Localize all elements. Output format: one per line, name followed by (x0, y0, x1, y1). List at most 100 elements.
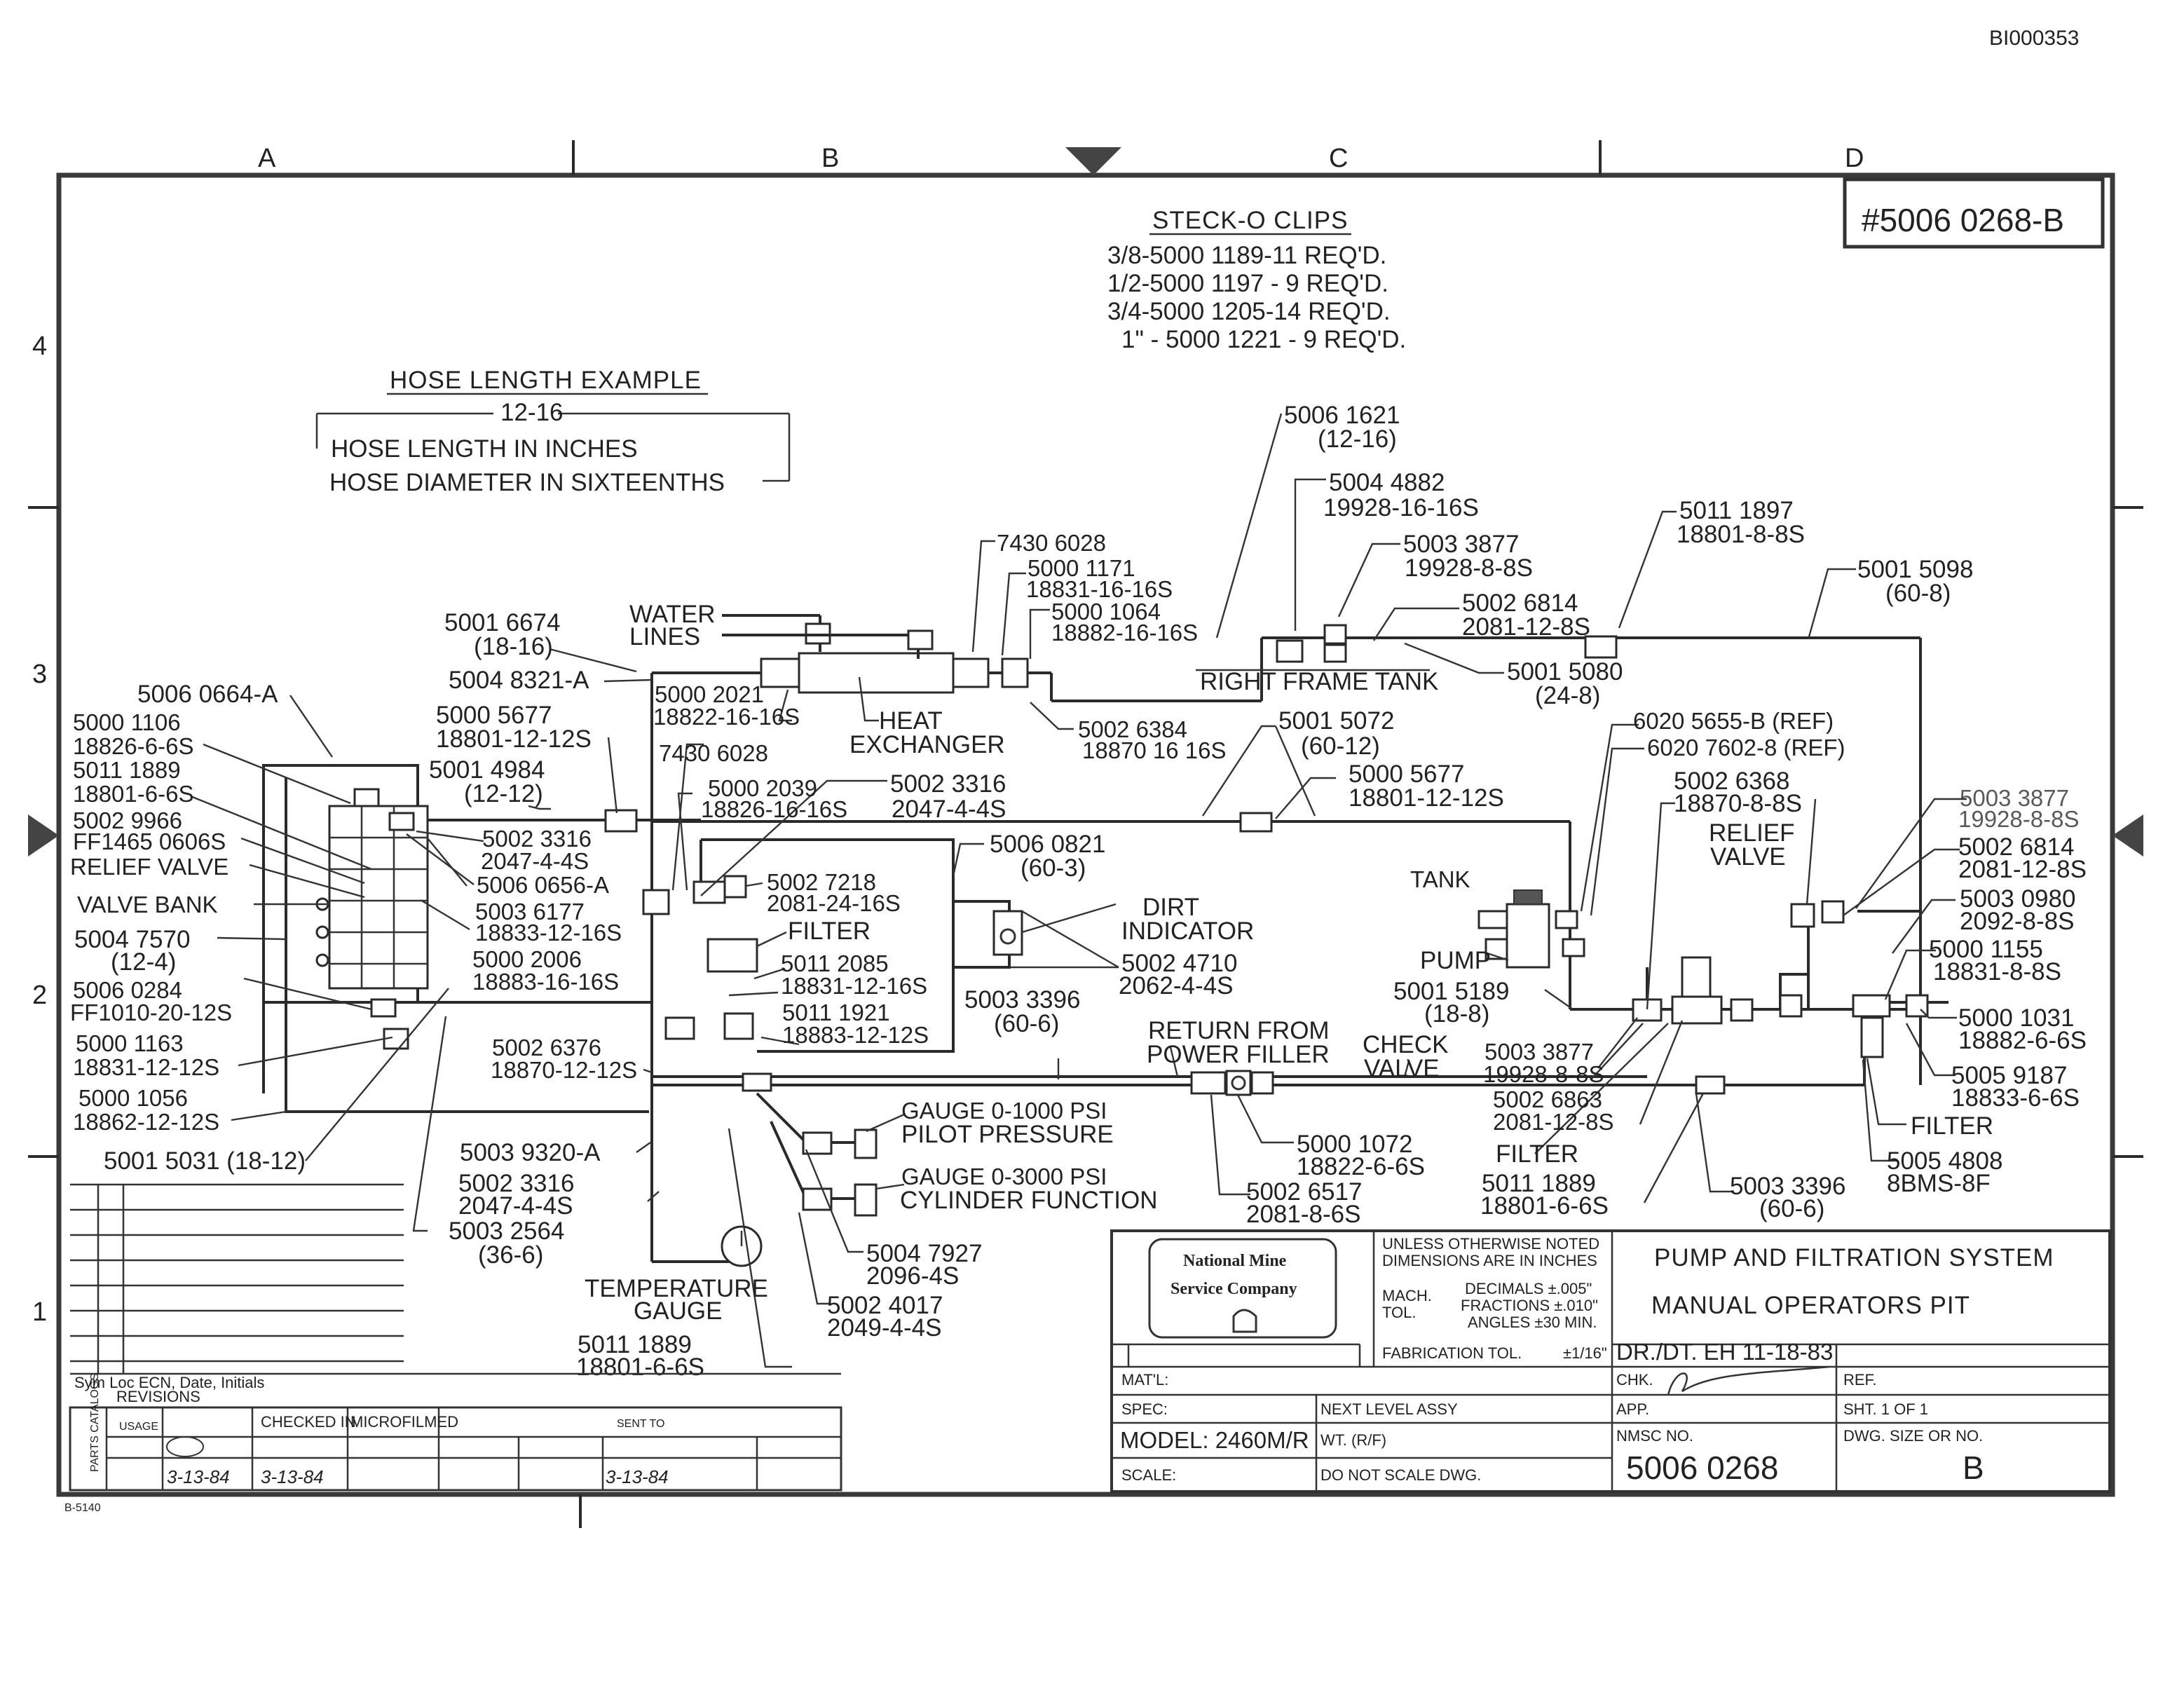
label-5000-2021-sub: 18822-16-16S (653, 704, 800, 730)
label-5003-0980-sub: 2092-8-8S (1960, 908, 2074, 935)
checked-label: CHK. (1616, 1371, 1653, 1389)
label-pump: PUMP (1420, 947, 1491, 974)
stecko-clips-note: STECK-O CLIPS 3/8-5000 1189-11 REQ'D. 1/… (1107, 207, 1406, 353)
label-5006-0664-a: 5006 0664-A (137, 681, 278, 708)
label-5002-9966: 5002 9966 (73, 807, 182, 833)
label-5002-7218-sub: 2081-24-16S (767, 890, 901, 916)
tol-mach-2: TOL. (1382, 1304, 1417, 1321)
ref-label: REF. (1843, 1371, 1877, 1389)
label-5000-1056-sub: 18862-12-12S (73, 1109, 219, 1135)
label-5003-3396-a: 5003 3396 (964, 986, 1080, 1014)
label-5002-3316-a: 5002 3316 (890, 770, 1006, 798)
label-5001-5080-sub: (24-8) (1535, 682, 1600, 709)
label-5000-1163-sub: 18831-12-12S (73, 1054, 219, 1080)
label-5003-3877-c: 5003 3877 (1485, 1039, 1594, 1065)
label-5003-3877-a-sub: 19928-8-8S (1405, 554, 1533, 582)
company-name-1: National Mine (1183, 1252, 1287, 1270)
label-5002-6517: 5002 6517 (1246, 1178, 1362, 1206)
label-5001-6674-sub: (18-16) (474, 633, 553, 660)
label-water-lines-2: LINES (629, 623, 700, 650)
label-5002-6814-b-sub: 2081-12-8S (1958, 856, 2087, 883)
label-5000-1106-sub: 18826-6-6S (73, 733, 193, 759)
label-5002-6384-sub: 18870 16 16S (1082, 737, 1227, 763)
sent-to-label: SENT TO (617, 1418, 664, 1430)
nmsc-no-label: NMSC NO. (1616, 1427, 1693, 1445)
label-5006-0284-sub: FF1010-20-12S (70, 1000, 232, 1025)
label-5000-1072-sub: 18822-6-6S (1297, 1153, 1425, 1180)
label-5001-5098-sub: (60-8) (1885, 580, 1951, 607)
label-5011-1897-sub: 18801-8-8S (1677, 521, 1805, 548)
material-label: MAT'L: (1121, 1371, 1168, 1389)
label-gauge-pilot-2: PILOT PRESSURE (901, 1121, 1114, 1148)
label-5003-9320-a: 5003 9320-A (460, 1139, 601, 1166)
pump-body (1506, 903, 1550, 969)
label-5004-4882-sub: 19928-16-16S (1323, 494, 1479, 521)
label-7430-6028-b: 7430 6028 (659, 740, 768, 766)
label-5002-6814-a-sub: 2081-12-8S (1462, 613, 1590, 641)
drawn-by: DR./DT. EH 11-18-83 (1616, 1339, 1833, 1365)
revision-table: Sym Loc ECN, Date, Initials REVISIONS PA… (64, 1183, 842, 1514)
label-5004-7570-sub: (12-4) (111, 948, 176, 976)
zone-row-4: 4 (32, 332, 47, 361)
label-5002-3316-c: 5002 3316 (458, 1170, 574, 1197)
label-5002-4017: 5002 4017 (827, 1292, 943, 1319)
label-water-lines-1: WATER (629, 601, 715, 628)
zone-col-c: C (1329, 144, 1348, 173)
label-5011-1889-c-sub: 18801-6-6S (576, 1353, 704, 1381)
company-name-2: Service Company (1171, 1280, 1297, 1298)
label-5005-4808-sub: 8BMS-8F (1887, 1170, 1991, 1197)
weight-label: WT. (R/F) (1320, 1431, 1386, 1449)
hose-example-diameter: HOSE DIAMETER IN SIXTEENTHS (329, 469, 725, 496)
label-5002-9966-sub: FF1465 0606S (73, 828, 226, 854)
label-5002-3316-c-sub: 2047-4-4S (458, 1192, 573, 1220)
checker-signature (1667, 1365, 1830, 1396)
spec-label: SPEC: (1121, 1400, 1168, 1418)
label-5011-1897: 5011 1897 (1679, 497, 1794, 524)
company-logo-helmet (1232, 1309, 1257, 1333)
label-5000-1163: 5000 1163 (76, 1030, 184, 1056)
label-6020-7602-8: 6020 7602-8 (REF) (1647, 735, 1845, 760)
label-5001-4984: 5001 4984 (429, 756, 545, 784)
do-not-scale: DO NOT SCALE DWG. (1320, 1466, 1481, 1484)
label-heat-exchanger-1: HEAT (879, 707, 943, 735)
label-temperature-gauge-2: GAUGE (634, 1297, 722, 1325)
tol-line-2: DIMENSIONS ARE IN INCHES (1382, 1252, 1597, 1269)
dwg-size-label: DWG. SIZE OR NO. (1843, 1427, 1983, 1445)
label-5006-0656-a: 5006 0656-A (477, 872, 609, 898)
label-5000-2006: 5000 2006 (472, 946, 582, 972)
pump-tank (1477, 889, 1585, 969)
label-5011-1889-b-sub: 18801-6-6S (1480, 1192, 1609, 1220)
drawing-frame (28, 140, 2143, 1528)
stecko-line-3: 3/4-5000 1205-14 REQ'D. (1107, 298, 1391, 325)
label-5002-4017-sub: 2049-4-4S (827, 1314, 941, 1342)
company-logo (1148, 1238, 1337, 1339)
label-5000-1155: 5000 1155 (1929, 936, 2043, 963)
label-gauge-pilot-1: GAUGE 0-1000 PSI (901, 1098, 1107, 1124)
label-5001-5098: 5001 5098 (1857, 556, 1973, 583)
label-5000-2039-sub: 18826-16-16S (701, 796, 847, 822)
tol-angles: ANGLES ±30 MIN. (1468, 1314, 1597, 1331)
label-5003-2564-sub: (36-6) (478, 1241, 543, 1269)
label-5000-1064: 5000 1064 (1051, 599, 1161, 625)
approved-label: APP. (1616, 1400, 1649, 1418)
fitting-heat-inlet (760, 657, 800, 688)
title-block: National Mine Service Company UNLESS OTH… (1110, 1229, 2111, 1493)
label-5011-1889-b: 5011 1889 (1482, 1170, 1596, 1197)
label-5000-1056: 5000 1056 (79, 1085, 188, 1111)
checked-in-label: CHECKED IN (261, 1413, 356, 1431)
label-5002-3316-b: 5002 3316 (482, 826, 592, 852)
tol-decimals: DECIMALS ±.005" (1465, 1280, 1592, 1297)
label-5001-5189: 5001 5189 (1393, 978, 1509, 1005)
zone-col-a: A (258, 144, 276, 173)
zone-row-2: 2 (32, 981, 47, 1010)
label-7430-6028-a: 7430 6028 (997, 530, 1106, 556)
callouts: 5006 1621 (12-16) 5004 4882 19928-16-16S… (70, 402, 2087, 1381)
check-valve (1190, 1070, 1274, 1096)
heat-exchanger-body (798, 652, 955, 694)
revision-date-2: 3-13-84 (261, 1466, 324, 1487)
label-5006-1621: 5006 1621 (1284, 402, 1400, 429)
label-5002-4710-sub: 2062-4-4S (1119, 972, 1233, 1000)
label-5002-6368: 5002 6368 (1674, 768, 1789, 795)
label-check-valve-2: VALVE (1364, 1055, 1440, 1082)
label-5011-1889-a-sub: 18801-6-6S (73, 781, 193, 807)
